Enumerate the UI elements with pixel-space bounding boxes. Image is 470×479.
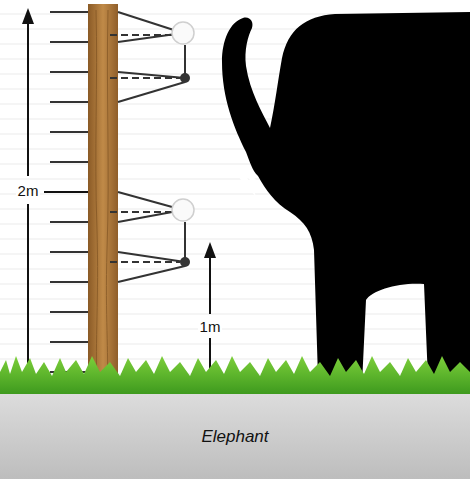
dimension-label: 1m [198,318,223,335]
caption-band: Elephant [0,394,470,479]
caption-text: Elephant [201,427,268,447]
dimension-label: 2m [16,182,41,199]
